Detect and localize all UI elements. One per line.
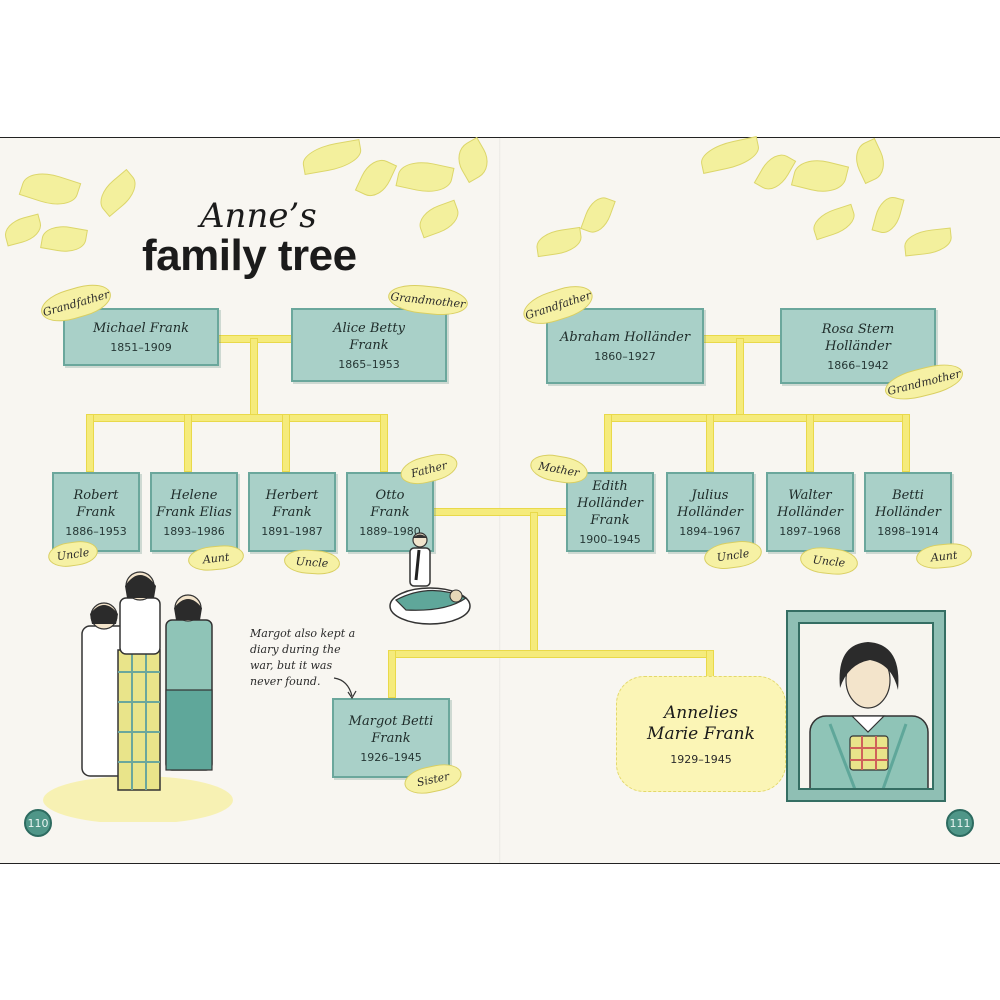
connector-line: [530, 512, 538, 654]
page-title-line2: family tree: [142, 231, 357, 280]
book-spread: Anne’s family tree Michael Frank 1851–19…: [0, 136, 1000, 864]
connector-line: [86, 414, 388, 422]
person-box-rosa-stern-hollander: Rosa Stern Holländer 1866–1942: [780, 308, 936, 384]
connector-line: [380, 414, 388, 472]
leaf-decoration: [300, 138, 364, 176]
book-gutter: [499, 138, 501, 863]
leaf-decoration: [1, 213, 45, 247]
person-years: 1898–1914: [877, 524, 939, 538]
connector-line: [388, 650, 396, 698]
person-box-abraham-hollander: Abraham Holländer 1860–1927: [546, 308, 704, 384]
connector-line: [706, 414, 714, 472]
leaf-decoration: [753, 148, 797, 196]
person-name: Michael Frank: [92, 321, 190, 336]
person-name: Otto Frank: [370, 487, 410, 520]
person-years: 1866–1942: [827, 358, 889, 372]
connector-line: [902, 414, 910, 472]
person-years: 1897–1968: [779, 524, 841, 538]
anne-portrait-illustration: [809, 642, 929, 788]
leaf-decoration: [902, 227, 954, 257]
connector-line: [250, 338, 258, 418]
connector-line: [388, 650, 714, 658]
leaf-decoration: [697, 136, 763, 174]
person-years: 1889–1980: [359, 524, 421, 538]
connector-line: [604, 414, 910, 422]
leaf-decoration: [414, 199, 464, 239]
connector-line: [604, 414, 612, 472]
connector-line: [282, 414, 290, 472]
person-years: 1891–1987: [261, 524, 323, 538]
person-box-walter-hollander: Walter Holländer 1897–1968: [766, 472, 854, 552]
person-box-annelies-marie-frank: Annelies Marie Frank 1929–1945: [616, 676, 786, 792]
person-years: 1851–1909: [110, 341, 172, 354]
person-name: Julius Holländer: [677, 487, 743, 520]
person-box-betti-hollander: Betti Holländer 1898–1914: [864, 472, 952, 552]
page-number-right: 111: [946, 809, 974, 837]
leaf-decoration: [849, 137, 891, 185]
person-name: Abraham Holländer: [559, 330, 691, 345]
person-years: 1893–1986: [163, 524, 225, 538]
person-name: Margot Betti Frank: [348, 713, 434, 746]
person-box-margot-betti-frank: Margot Betti Frank 1926–1945: [332, 698, 450, 778]
person-box-edith-hollander-frank: Edith Holländer Frank 1900–1945: [566, 472, 654, 552]
person-box-helene-frank-elias: Helene Frank Elias 1893–1986: [150, 472, 238, 552]
family-illustration: [43, 571, 233, 822]
connector-line: [432, 508, 568, 516]
leaf-decoration: [534, 226, 584, 258]
connector-line: [806, 414, 814, 472]
person-years: 1865–1953: [338, 357, 400, 371]
person-years: 1929–1945: [670, 752, 732, 766]
anne-portrait-frame: [786, 610, 946, 802]
leaf-decoration: [580, 193, 616, 237]
person-box-herbert-frank: Herbert Frank 1891–1987: [248, 472, 336, 552]
person-box-julius-hollander: Julius Holländer 1894–1967: [666, 472, 754, 552]
person-name: Helene Frank Elias: [156, 487, 232, 520]
connector-line: [184, 414, 192, 472]
leaf-decoration: [395, 156, 455, 198]
person-box-michael-frank: Michael Frank 1851–1909: [63, 308, 219, 366]
margot-diary-note: Margot also kept a diary during the war,…: [250, 627, 356, 688]
leaf-decoration: [18, 166, 82, 212]
leaf-decoration: [790, 154, 850, 198]
leaf-decoration: [871, 193, 905, 237]
leaf-decoration: [354, 153, 398, 203]
leaf-decoration: [809, 203, 859, 241]
person-name: Rosa Stern Holländer: [821, 321, 895, 354]
connector-line: [86, 414, 94, 472]
person-box-robert-frank: Robert Frank 1886–1953: [52, 472, 140, 552]
person-years: 1886–1953: [65, 524, 127, 538]
person-name: Annelies Marie Frank: [647, 702, 755, 744]
otto-with-baby-illustration: [389, 532, 471, 625]
connector-line: [736, 338, 744, 418]
person-box-alice-betty-frank: Alice Betty Frank 1865–1953: [291, 308, 447, 382]
person-years: 1860–1927: [594, 350, 656, 363]
page-title-line1: Anne’s: [200, 196, 317, 236]
person-years: 1900–1945: [579, 533, 641, 546]
person-years: 1894–1967: [679, 524, 741, 538]
page-number-left: 110: [24, 809, 52, 837]
note-arrow-icon: [333, 677, 357, 700]
person-name: Walter Holländer: [777, 487, 843, 520]
relation-tag: Uncle: [283, 548, 341, 576]
person-name: Betti Holländer: [875, 487, 941, 520]
leaf-decoration: [92, 168, 144, 218]
person-years: 1926–1945: [360, 750, 422, 764]
leaf-decoration: [451, 136, 495, 184]
person-name: Herbert Frank: [265, 487, 319, 520]
person-name: Edith Holländer Frank: [577, 479, 643, 528]
person-name: Alice Betty Frank: [333, 320, 405, 353]
leaf-decoration: [40, 222, 88, 256]
person-name: Robert Frank: [73, 487, 119, 520]
